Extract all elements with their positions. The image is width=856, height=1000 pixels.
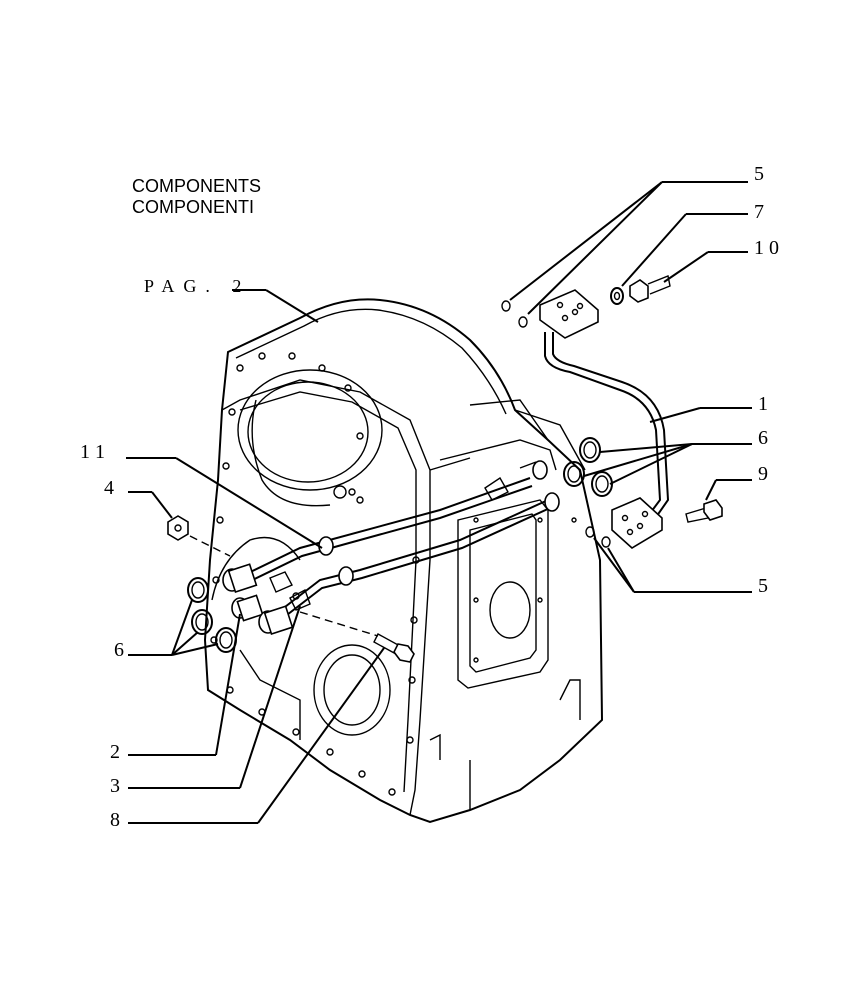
callout-10: 1 0 xyxy=(754,237,779,259)
pipe-fittings-right xyxy=(484,460,560,512)
pipe-flange-top xyxy=(539,289,599,339)
transmission-housing xyxy=(203,298,604,824)
bolt-9 xyxy=(685,499,723,523)
callout-8: 8 xyxy=(110,809,120,831)
pipe-fittings-left xyxy=(222,536,354,635)
o-rings-right xyxy=(563,437,613,497)
small-o-rings xyxy=(501,300,611,548)
callout-11: 1 1 xyxy=(80,441,105,463)
callout-1: 1 xyxy=(758,393,768,415)
washer-and-screw xyxy=(610,275,671,305)
callout-6-left: 6 xyxy=(114,639,124,661)
callout-6-right: 6 xyxy=(758,427,768,449)
oil-pipes xyxy=(237,332,670,629)
leader-lines xyxy=(126,181,752,824)
callout-5-top: 5 xyxy=(754,163,764,185)
title-italian: COMPONENTI xyxy=(132,197,255,217)
bolt-8 xyxy=(299,611,415,663)
callout-9: 9 xyxy=(758,463,768,485)
callout-7: 7 xyxy=(754,201,764,223)
callout-2: 2 xyxy=(110,741,120,763)
page-reference-label: PAG. 2 xyxy=(144,276,250,296)
callout-4: 4 xyxy=(104,477,114,499)
pipe-flange-bottom xyxy=(611,497,663,549)
title-english: COMPONENTS xyxy=(132,176,262,196)
nut-4 xyxy=(167,515,231,557)
callout-3: 3 xyxy=(110,775,120,797)
callout-5-bottom: 5 xyxy=(758,575,768,597)
